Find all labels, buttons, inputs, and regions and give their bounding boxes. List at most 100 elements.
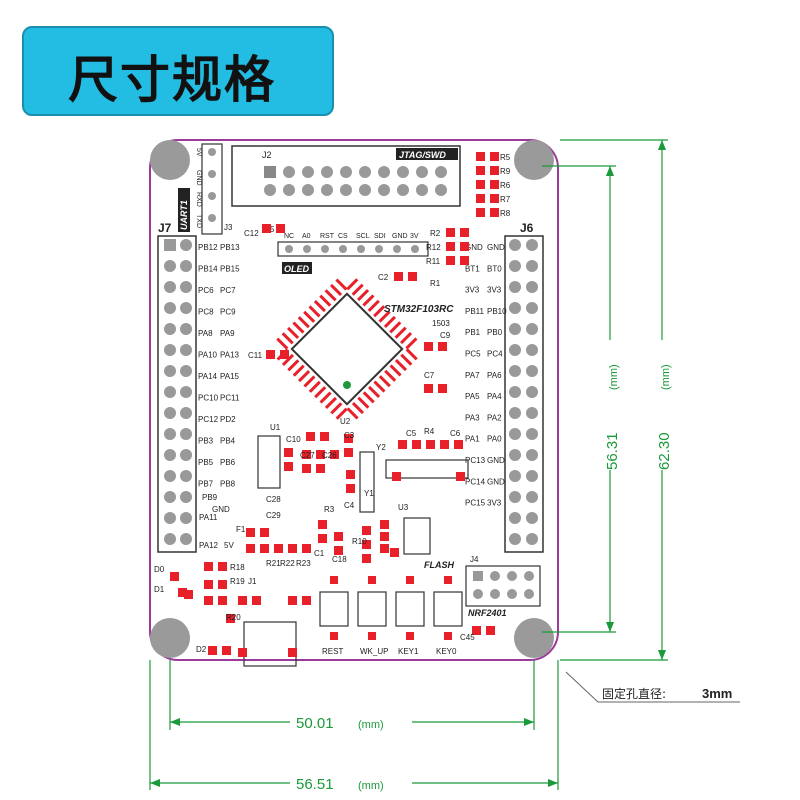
j7-pin xyxy=(164,512,176,524)
j7-pin-label: PB13 xyxy=(220,243,240,252)
hole-label: 固定孔直径: xyxy=(602,686,666,701)
push-button xyxy=(319,591,349,627)
j6-pin xyxy=(509,512,521,524)
component-pad xyxy=(476,152,485,161)
component-pad xyxy=(318,520,327,529)
oled-pin xyxy=(411,245,419,253)
component-pad xyxy=(346,484,355,493)
component-label: R3 xyxy=(324,505,335,514)
chip-leg xyxy=(308,380,321,393)
component-pad xyxy=(208,646,217,655)
component-label: C10 xyxy=(286,435,301,444)
component-pad xyxy=(454,440,463,449)
button-label: WK_UP xyxy=(360,647,388,656)
j6-pin xyxy=(526,512,538,524)
uart-pin xyxy=(208,214,216,222)
component-label: D2 xyxy=(196,645,207,654)
j6-pin xyxy=(526,344,538,356)
nrf-label: NRF2401 xyxy=(468,608,507,618)
j7-pin-label: PB7 xyxy=(198,480,214,489)
oled-pin xyxy=(285,245,293,253)
j2-label: J2 xyxy=(262,150,272,160)
component-pad xyxy=(260,528,269,537)
jtag-header xyxy=(231,145,461,207)
j6-pin xyxy=(509,302,521,314)
component-label: R1 xyxy=(430,279,441,288)
j7-pin xyxy=(164,302,176,314)
button-label: REST xyxy=(322,647,343,656)
component-pad xyxy=(262,224,271,233)
jtag-pin xyxy=(435,166,447,178)
u3-flash-chip xyxy=(403,517,431,555)
jtag-pin xyxy=(283,184,295,196)
component-pad xyxy=(274,544,283,553)
mounting-hole-br xyxy=(514,618,554,658)
uart-pin xyxy=(208,170,216,178)
component-pad xyxy=(170,572,179,581)
chip-leg xyxy=(384,369,397,382)
j6-pin-label: PA4 xyxy=(487,392,502,401)
component-pad xyxy=(316,450,325,459)
usb-connector xyxy=(243,621,297,667)
component-pad xyxy=(218,596,227,605)
j7-pin-label: PB8 xyxy=(220,480,236,489)
component-pad xyxy=(302,450,311,459)
component-label: C7 xyxy=(424,371,435,380)
j6-pin xyxy=(509,407,521,419)
component-label: R20 xyxy=(226,613,241,622)
j7-pin xyxy=(164,470,176,482)
hole-value: 3mm xyxy=(702,686,732,701)
chip-leg xyxy=(373,305,386,318)
j6-pin xyxy=(509,386,521,398)
component-pad xyxy=(204,562,213,571)
j7-pin xyxy=(180,302,192,314)
component-pad xyxy=(362,554,371,563)
chip-leg xyxy=(356,288,370,302)
j6-pin-label: PA6 xyxy=(487,371,502,380)
chip-leg xyxy=(308,305,321,318)
component-pad xyxy=(320,432,329,441)
j6-pin-label: PA5 xyxy=(465,392,480,401)
component-pad xyxy=(362,540,371,549)
component-pad xyxy=(226,614,235,623)
j6-pin xyxy=(509,449,521,461)
j6-pin xyxy=(526,281,538,293)
j6-pin xyxy=(509,470,521,482)
chip-leg xyxy=(362,391,375,404)
component-pad xyxy=(284,448,293,457)
dimension-arrows xyxy=(150,140,666,787)
chip-leg xyxy=(297,316,310,329)
uart-pin-label: TXD xyxy=(195,214,202,228)
j6-pin xyxy=(526,386,538,398)
mounting-hole-bl xyxy=(150,618,190,658)
j7-pin-label: PB5 xyxy=(198,458,214,467)
j6-pin-label: 3V3 xyxy=(487,286,502,295)
component-pad xyxy=(390,548,399,557)
button-pad xyxy=(330,576,338,584)
component-pad xyxy=(252,596,261,605)
chip-leg xyxy=(378,375,391,388)
component-label: D0 xyxy=(154,565,165,574)
jtag-pin xyxy=(359,184,371,196)
oled-pin xyxy=(321,245,329,253)
j7-pin xyxy=(180,386,192,398)
chip-leg xyxy=(281,353,295,367)
uart-label-bg xyxy=(178,188,190,232)
jtag-pin xyxy=(435,184,447,196)
j7-pin xyxy=(180,512,192,524)
j7-pin xyxy=(164,491,176,503)
j6-pin xyxy=(526,407,538,419)
chip-leg xyxy=(400,353,413,366)
j7-pins: PB12PB14PC6PC8PA8PA10PA14PC10PC12PB3PB5P… xyxy=(164,239,240,545)
j6-pin-label: GND xyxy=(487,456,505,465)
component-label: R4 xyxy=(424,427,435,436)
j4-label: J4 xyxy=(470,555,479,564)
j7-pin xyxy=(180,428,192,440)
component-pad xyxy=(476,208,485,217)
component-label: Y1 xyxy=(364,489,374,498)
j7-pin xyxy=(164,386,176,398)
component-pad xyxy=(438,342,447,351)
oled-pin-label: SCL xyxy=(356,233,370,240)
